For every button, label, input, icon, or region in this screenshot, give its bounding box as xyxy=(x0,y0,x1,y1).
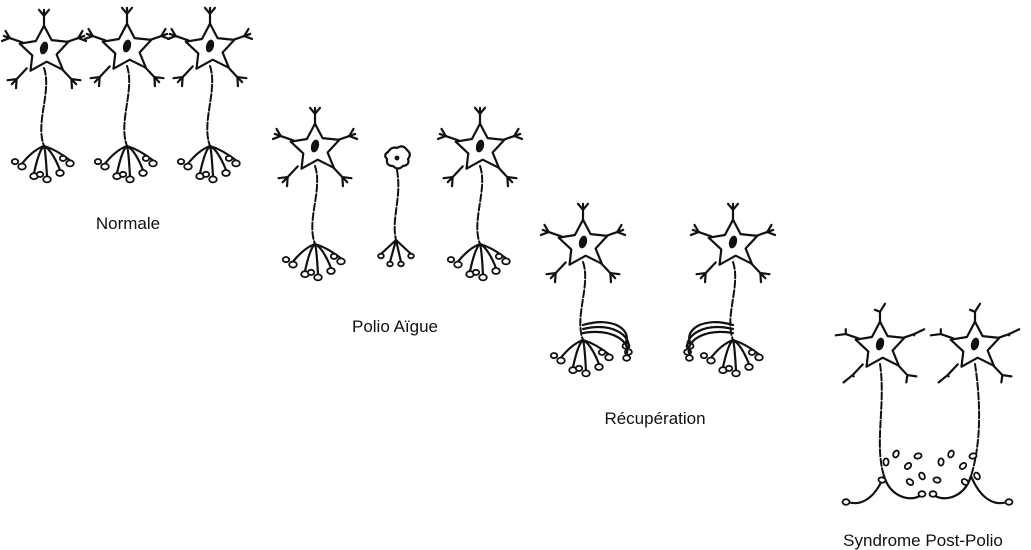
axon xyxy=(477,166,482,244)
stage-label-polio-aigue: Polio Aïgue xyxy=(352,317,438,336)
stage-label-normale: Normale xyxy=(96,214,160,233)
axon xyxy=(41,68,46,146)
neuron-polio-aigue-1 xyxy=(273,108,357,281)
degenerating-terminals xyxy=(930,450,1013,505)
axon-terminals xyxy=(701,340,763,376)
stage-syndrome-post-polio: Syndrome Post-Polio xyxy=(836,304,1019,550)
stage-polio-aigue: Polio Aïgue xyxy=(273,108,522,336)
stage-recuperation: Récupération xyxy=(541,204,775,428)
neuron-polio-aigue-3 xyxy=(438,108,522,281)
stage-label-syndrome-post-polio: Syndrome Post-Polio xyxy=(843,531,1003,550)
neuron-polio-aigue-damaged xyxy=(378,146,414,266)
axon-terminals xyxy=(12,146,74,182)
degenerating-terminals xyxy=(843,450,927,505)
neuron-normale-3 xyxy=(168,8,252,183)
axon xyxy=(312,166,317,244)
neuron-recuperation-1 xyxy=(541,204,632,377)
stage-label-recuperation: Récupération xyxy=(604,409,705,428)
neuron-recuperation-2 xyxy=(684,204,775,377)
neuron-normale-1 xyxy=(2,10,86,183)
axon xyxy=(207,66,212,146)
axon-terminals xyxy=(95,146,157,182)
neuron-normale-2 xyxy=(85,8,169,183)
nucleus xyxy=(395,156,400,161)
axon-terminals xyxy=(448,244,510,280)
axon xyxy=(124,66,129,146)
axon-terminals xyxy=(551,340,613,376)
neuron-post-polio-2 xyxy=(930,304,1020,505)
axon-terminals xyxy=(283,244,345,280)
axon xyxy=(395,170,399,240)
stage-normale: Normale xyxy=(2,8,252,233)
axon-terminals xyxy=(378,240,414,266)
neuron-post-polio-1 xyxy=(836,304,926,505)
axon-terminals xyxy=(178,146,240,182)
